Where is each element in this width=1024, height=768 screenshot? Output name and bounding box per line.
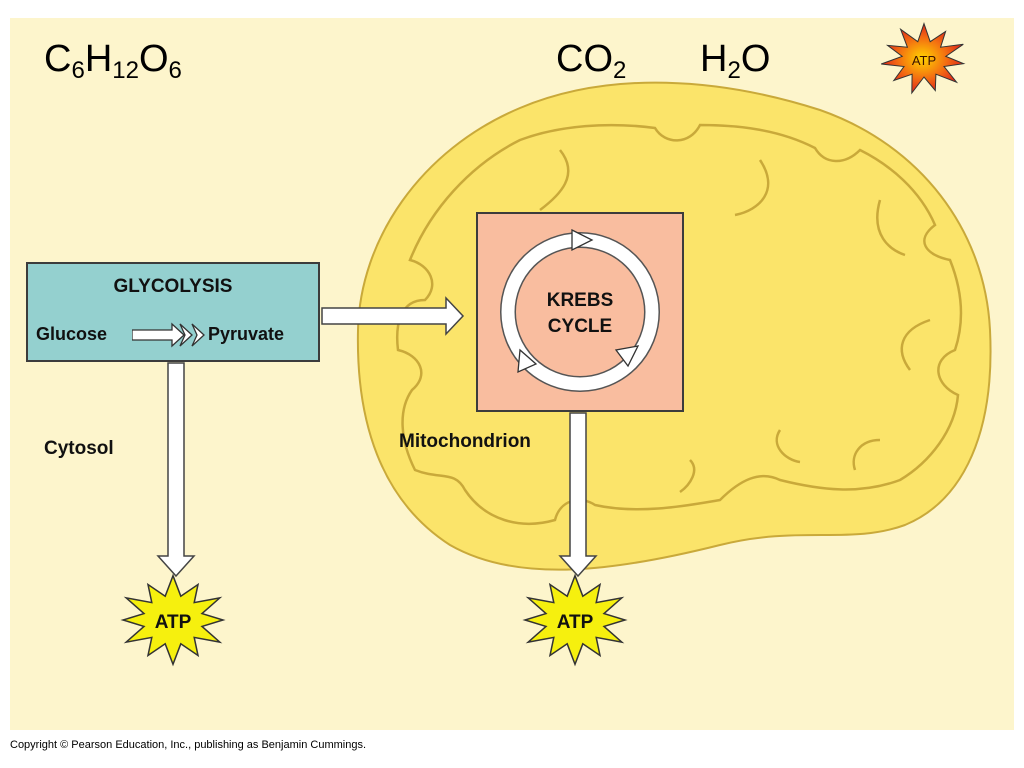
glycolysis-to-atp-arrow (156, 362, 196, 578)
atp-starburst-icon (522, 573, 628, 667)
krebs-to-atp-arrow (558, 412, 598, 578)
krebs-label-line2: CYCLE (547, 316, 613, 337)
mitochondrion-inner-membrane (396, 123, 963, 525)
glycolysis-title: GLYCOLYSIS (113, 276, 233, 297)
mitochondrion-label: Mitochondrion (399, 431, 531, 452)
copyright-notice: Copyright © Pearson Education, Inc., pub… (10, 739, 367, 751)
atp-label-glycolysis: ATP (155, 612, 192, 633)
atp-starburst-icon (120, 573, 226, 667)
atp-label-krebs: ATP (557, 612, 594, 633)
water-formula: H2O (700, 38, 771, 84)
glycolysis-label-glucose: Glucose (36, 324, 108, 344)
glycolysis-label-pyruvate: Pyruvate (208, 324, 285, 344)
atp-starburst-icon (881, 22, 966, 95)
krebs-cycle-box: KREBS CYCLE (476, 212, 684, 412)
glucose-to-pyruvate-arrows-icon (132, 322, 205, 348)
glycolysis-box: GLYCOLYSIS Glucose Pyruvate (26, 262, 320, 362)
cytosol-label: Cytosol (44, 438, 114, 459)
krebs-cycle-circular-arrow-icon (500, 228, 660, 392)
krebs-label-line1: KREBS (546, 290, 614, 311)
atp-label-top: ATP (912, 53, 936, 68)
mitochondrion-cristae (539, 149, 931, 494)
carbon-dioxide-formula: CO2 (556, 38, 627, 84)
glucose-formula: C6H12O6 (44, 38, 182, 84)
pyruvate-to-krebs-arrow (321, 296, 465, 336)
